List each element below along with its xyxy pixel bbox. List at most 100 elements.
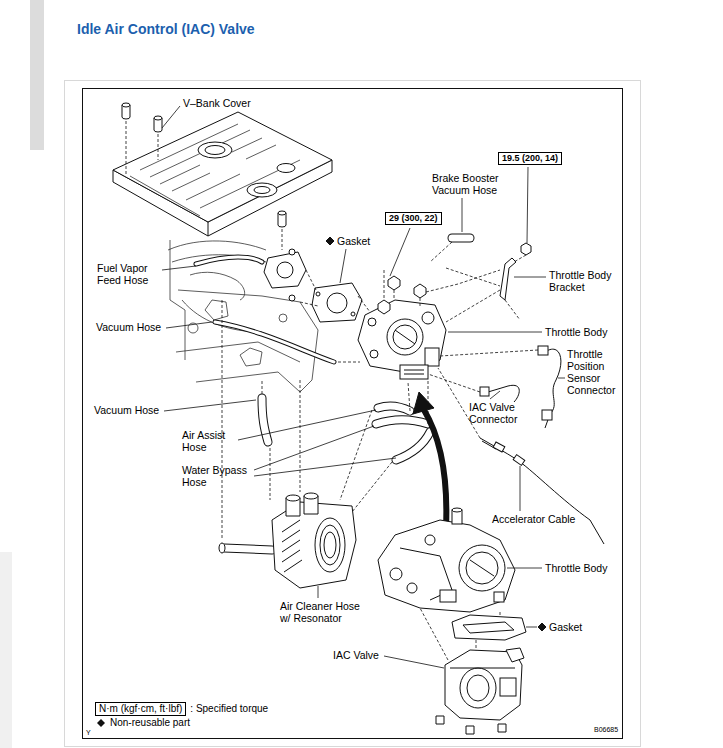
brake-booster-hose-part <box>452 234 470 243</box>
vacuum-hose-part <box>262 398 268 442</box>
leader-lines-part <box>520 466 521 511</box>
vacuum-hose <box>215 322 360 442</box>
leader-lines-part <box>448 332 542 333</box>
tps-connector-part <box>440 350 538 356</box>
part-label: Brake Booster Vacuum Hose <box>432 172 510 196</box>
brake-booster-hose-part <box>452 235 470 242</box>
node-text: 19.5 (200, 14) <box>502 153 558 164</box>
leader-lines-part <box>514 277 546 278</box>
throttle-body-lower-part <box>425 535 435 545</box>
leader-lines-part <box>462 198 463 232</box>
part-label: Water Bypass Hose <box>182 464 252 488</box>
v-bank-cover-part <box>200 160 300 208</box>
non-reusable-mark <box>326 237 546 631</box>
brake-booster-hose <box>430 238 470 262</box>
cover-grommet-part <box>122 103 130 107</box>
part-label: V–Bank Cover <box>183 97 263 109</box>
throttle-gasket-part <box>306 270 316 290</box>
engine-background-part <box>196 372 300 392</box>
leader-lines-part <box>507 568 542 569</box>
cover-grommet-part <box>154 116 162 120</box>
iac-valve-part <box>460 668 496 708</box>
v-bank-cover-part <box>113 112 332 222</box>
legend-text: Non-reusable part <box>110 717 190 729</box>
leader-lines-part <box>318 586 319 598</box>
vacuum-hose-part <box>215 322 334 362</box>
throttle-gasket <box>300 270 370 322</box>
iac-valve-part <box>506 648 524 662</box>
guide-lines-part <box>352 462 392 512</box>
unit-box: N·m (kgf·cm, ft·lbf) <box>95 702 186 716</box>
air-cleaner-hose <box>219 493 356 588</box>
part-label: IAC Valve <box>333 649 389 661</box>
part-label: Fuel Vapor Feed Hose <box>97 262 161 286</box>
part-label: Vacuum Hose <box>96 321 166 333</box>
v-bank-cover-part <box>277 164 295 173</box>
part-label: Air Cleaner Hose w/ Resonator <box>280 600 366 624</box>
engine-background-part <box>279 314 287 322</box>
air-cleaner-hose-part <box>272 502 356 588</box>
page-title: Idle Air Control (IAC) Valve <box>77 21 255 37</box>
throttle-gasket-part <box>327 293 347 313</box>
air-cleaner-hose-part <box>286 495 300 501</box>
iac-valve-part <box>498 724 506 732</box>
throttle-body-lower-part <box>452 508 462 512</box>
air-cleaner-hose-part <box>224 548 272 550</box>
leader-lines-part <box>340 249 346 283</box>
accelerator-cable-part <box>513 455 525 466</box>
v-bank-cover-part <box>232 138 262 152</box>
fuel-vapor-hose-part <box>196 257 262 264</box>
throttle-body-bracket <box>500 243 531 320</box>
throttle-body-lower-part <box>459 545 505 591</box>
engine-background-part <box>178 290 300 302</box>
v-bank-cover-part <box>130 176 200 216</box>
iac-valve-connector-part <box>428 374 480 392</box>
air-cleaner-hose-part <box>320 525 340 565</box>
throttle-body-lower-part <box>466 552 498 584</box>
throttle-body-upper-part <box>395 330 415 344</box>
iac-valve-part <box>500 678 516 696</box>
throttle-body-upper-part <box>414 284 426 298</box>
legend-text: : Specified torque <box>190 703 268 715</box>
iac-valve-part <box>450 668 515 669</box>
vacuum-hose-part <box>215 322 334 362</box>
node-text: N·m (kgf·cm, ft·lbf) <box>99 703 182 715</box>
guide-lines-part <box>300 380 301 492</box>
throttle-body-bracket-part <box>505 300 520 320</box>
air-cleaner-hose-part <box>224 548 272 550</box>
fuel-vapor-hose-part <box>196 257 262 264</box>
cover-grommet-part <box>278 211 286 215</box>
throttle-body-upper-part <box>420 298 421 306</box>
water-bypass-hose-part <box>396 432 430 460</box>
throttle-body-upper-part <box>400 365 428 379</box>
throttle-body-bracket-part <box>514 255 526 262</box>
water-bypass-hose <box>376 380 430 460</box>
cover-grommet-part <box>282 229 283 250</box>
iac-valve-connector <box>428 374 519 402</box>
v-bank-cover-part <box>160 165 200 184</box>
engine-background <box>168 240 318 392</box>
torque-box: 29 (300, 22) <box>385 212 442 225</box>
engine-background-part <box>168 241 266 250</box>
throttle-body-upper-part <box>370 350 378 358</box>
air-assist-hose-part <box>378 406 410 411</box>
install-arrow-part <box>424 410 446 528</box>
throttle-body-lower-part <box>390 568 402 580</box>
air-cleaner-hose-part <box>304 493 318 499</box>
torque-box: 19.5 (200, 14) <box>498 152 562 165</box>
leader-lines-part <box>162 266 196 270</box>
iac-valve-part <box>466 726 474 734</box>
vacuum-hose-part <box>262 380 263 394</box>
gasket-lower <box>452 615 526 640</box>
engine-background-part <box>277 262 293 278</box>
leader-lines-part <box>166 322 212 328</box>
vacuum-hose-part <box>338 362 360 363</box>
throttle-body-bracket-part <box>521 243 531 255</box>
leader-lines-part <box>162 106 180 128</box>
page-chrome-part <box>30 0 44 150</box>
engine-background-part <box>205 300 228 320</box>
throttle-body-upper-part <box>378 300 390 314</box>
part-label: Vacuum Hose <box>94 404 164 416</box>
tps-connector-part <box>542 410 552 420</box>
